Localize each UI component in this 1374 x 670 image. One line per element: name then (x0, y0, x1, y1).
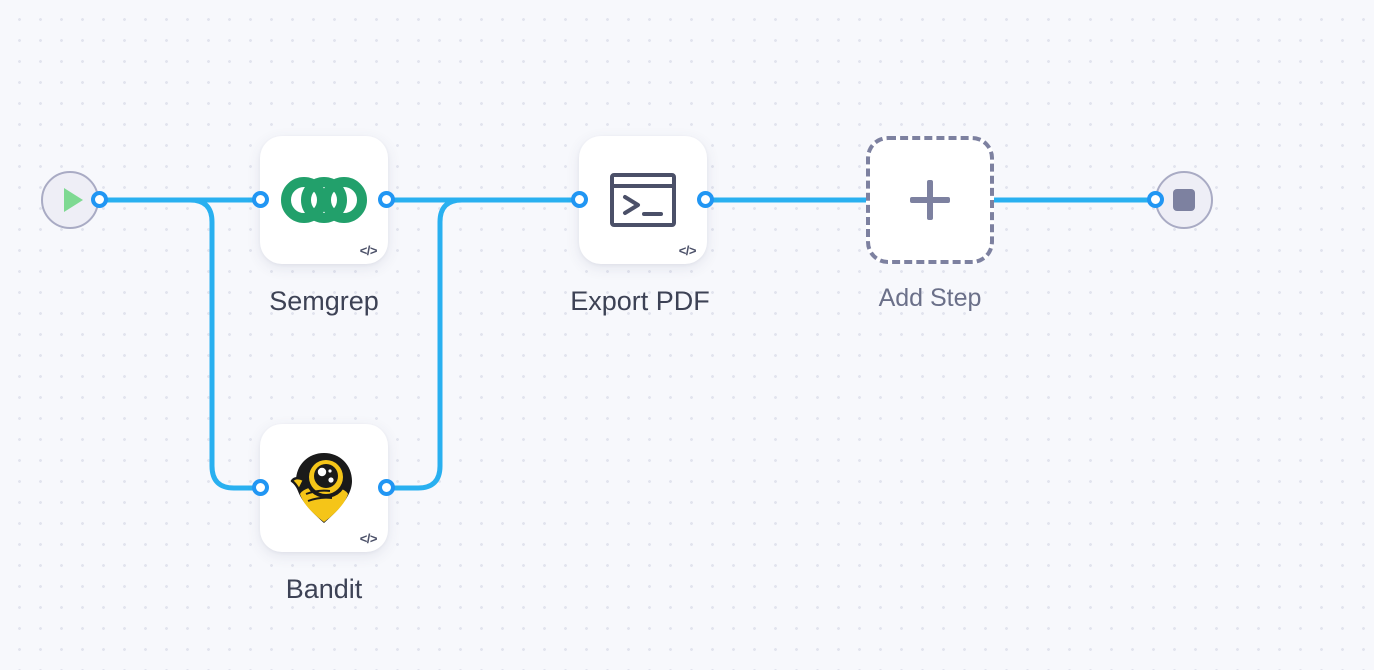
add-step-label: Add Step (878, 284, 982, 312)
port-export-pdf-output[interactable] (697, 191, 714, 208)
node-export-pdf-icon-wrap (579, 136, 707, 264)
node-semgrep-label: Semgrep (269, 286, 379, 316)
node-bandit-label: Bandit (285, 574, 363, 604)
node-bandit-icon-wrap (260, 424, 388, 552)
port-bandit-output[interactable] (378, 479, 395, 496)
semgrep-logo-icon (281, 177, 367, 223)
code-badge-icon: </> (359, 243, 378, 258)
stop-icon (1173, 189, 1195, 211)
port-bandit-input[interactable] (252, 479, 269, 496)
node-export-pdf[interactable]: </> (579, 136, 707, 264)
port-semgrep-input[interactable] (252, 191, 269, 208)
node-semgrep-icon-wrap (260, 136, 388, 264)
edge-start-to-bandit (97, 197, 264, 491)
plus-icon (910, 180, 950, 220)
port-start-output[interactable] (91, 191, 108, 208)
bandit-logo-icon (290, 453, 352, 523)
add-step-button[interactable] (866, 136, 994, 264)
port-end-input[interactable] (1147, 191, 1164, 208)
code-badge-icon: </> (678, 243, 697, 258)
node-semgrep[interactable]: </> (260, 136, 388, 264)
port-semgrep-output[interactable] (378, 191, 395, 208)
terminal-icon (610, 173, 676, 227)
play-icon (63, 188, 83, 212)
port-export-pdf-input[interactable] (571, 191, 588, 208)
node-bandit[interactable]: </> (260, 424, 388, 552)
edge-bandit-to-exportpdf (384, 197, 583, 491)
start-node[interactable] (41, 171, 99, 229)
code-badge-icon: </> (359, 531, 378, 546)
node-export-pdf-label: Export PDF (570, 286, 710, 316)
